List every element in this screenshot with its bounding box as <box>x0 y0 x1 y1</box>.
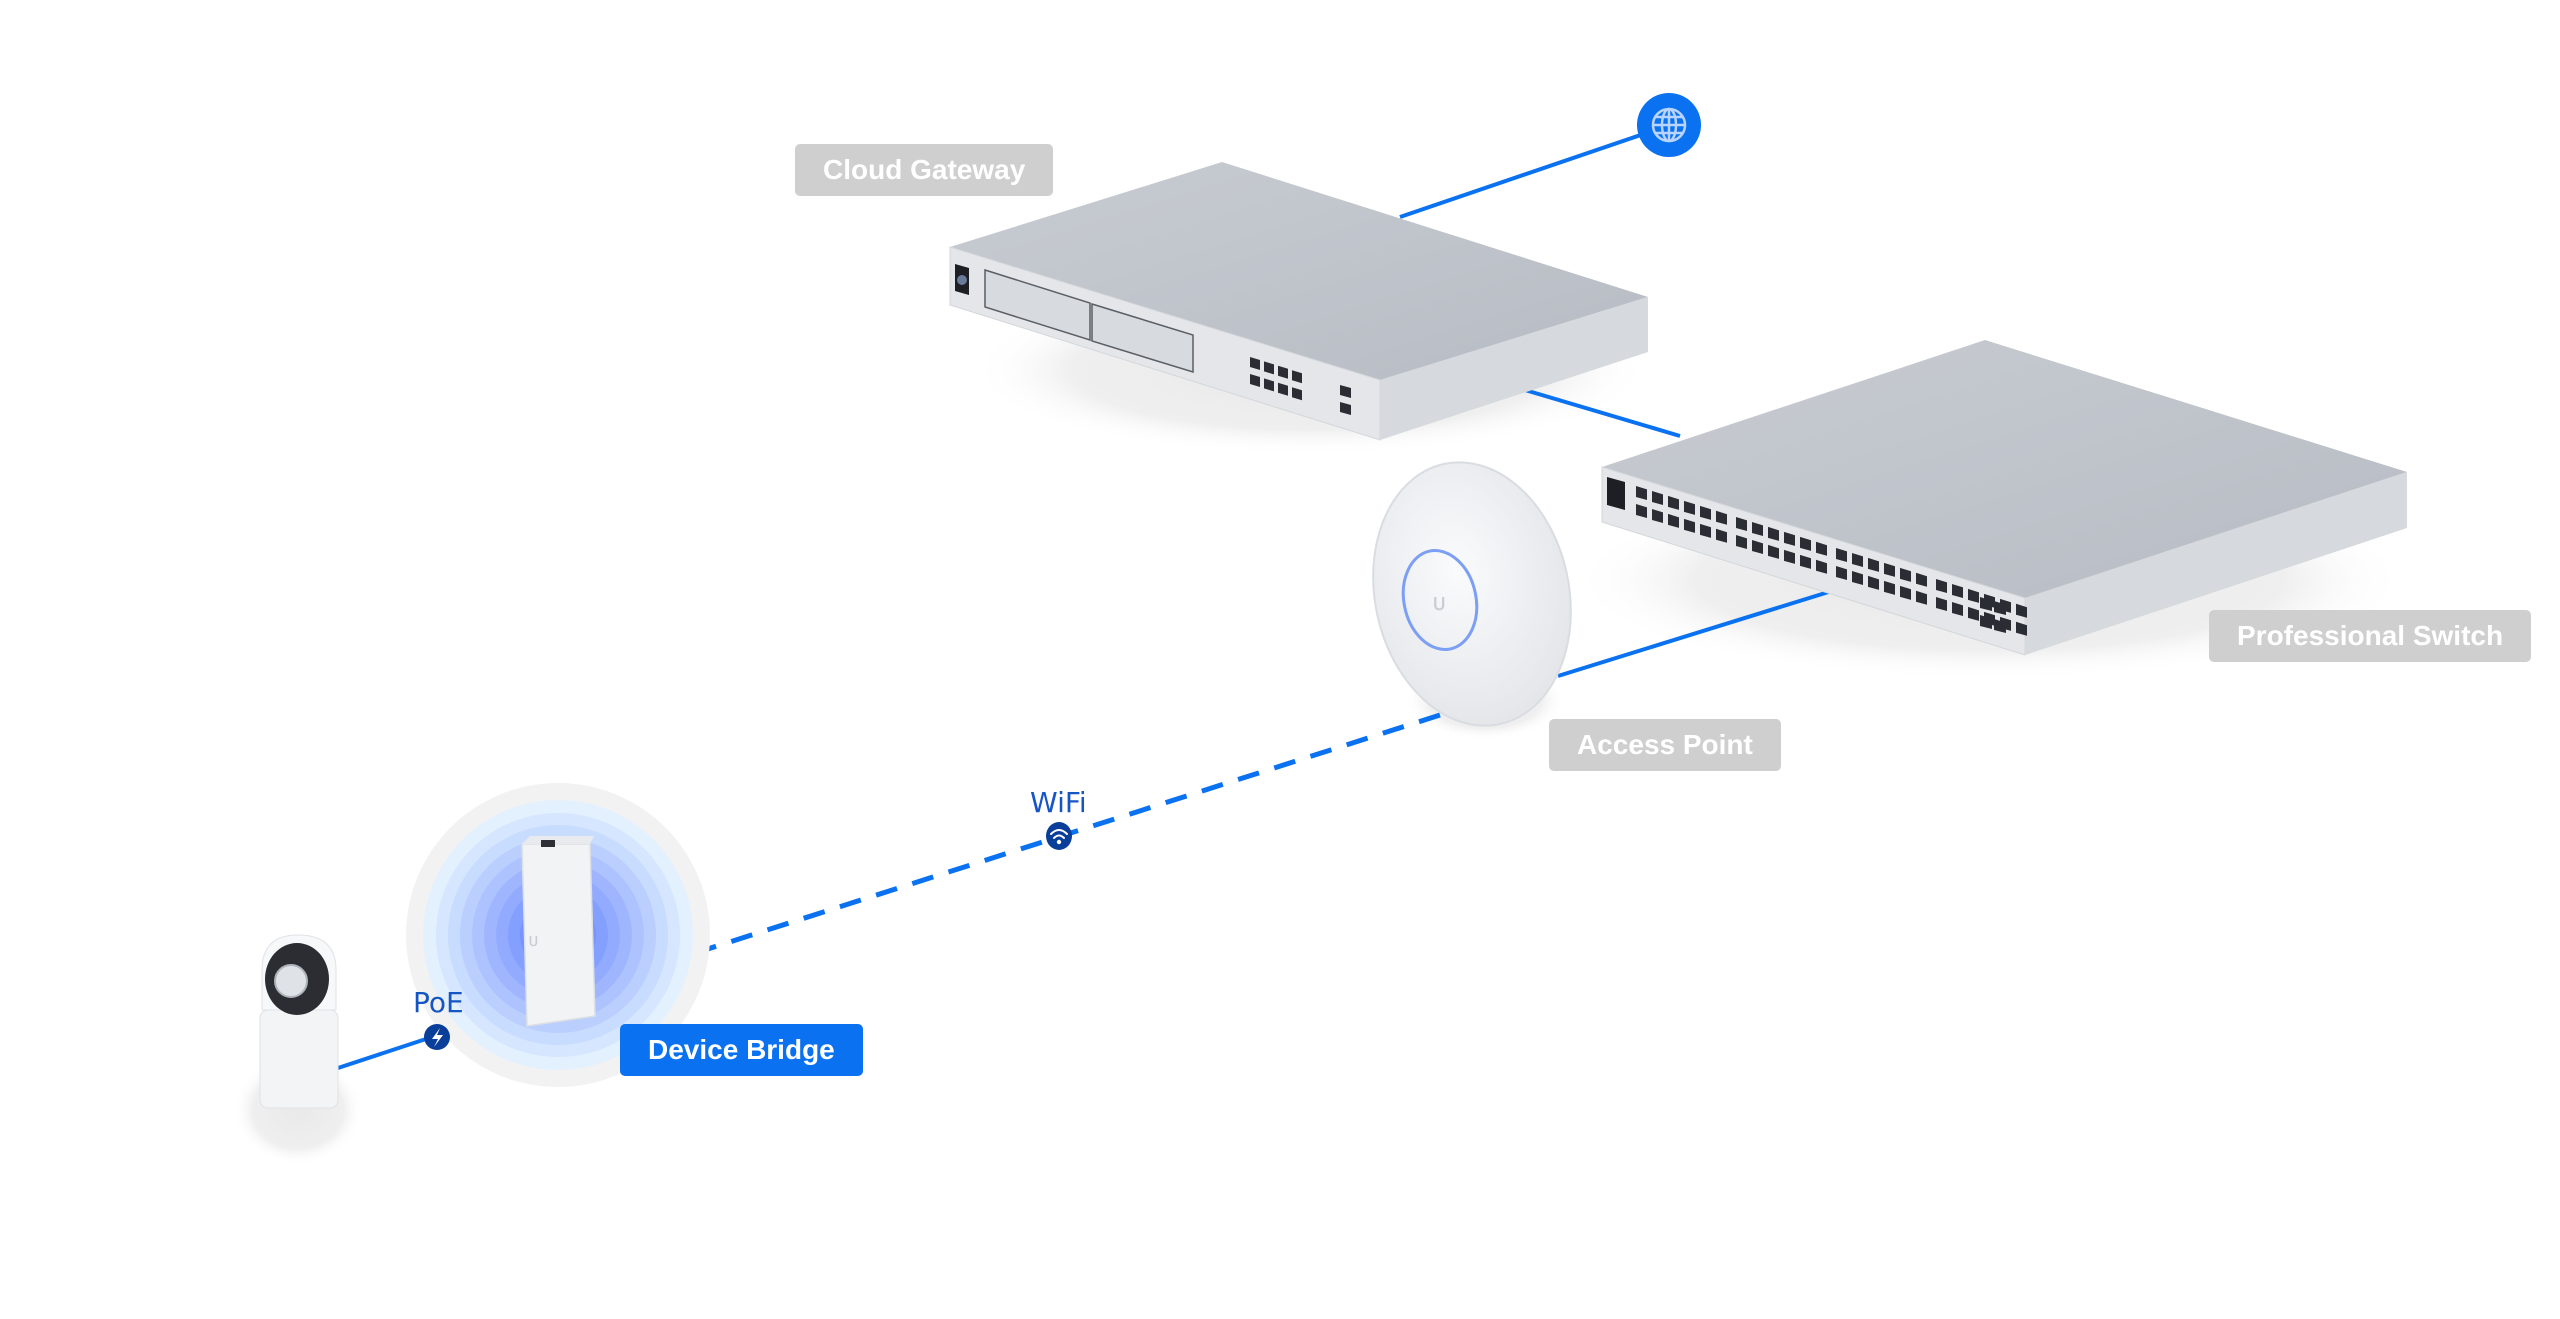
device-bridge-label[interactable]: Device Bridge <box>620 1024 863 1076</box>
cloud-gateway-label[interactable]: Cloud Gateway <box>795 144 1054 196</box>
sfp-port <box>1994 619 2006 633</box>
sfp-port <box>1340 385 1351 398</box>
wifi-badge <box>1046 822 1072 850</box>
rj45-port <box>1800 554 1811 569</box>
globe-icon <box>1651 107 1687 143</box>
rj45-port <box>1936 579 1947 593</box>
switch-display <box>1607 477 1625 510</box>
camera-device[interactable] <box>259 934 339 1109</box>
gateway-top <box>950 162 1648 380</box>
rj45-port <box>1264 361 1274 375</box>
rj45-port <box>1250 357 1260 370</box>
rj45-port <box>1968 606 1979 621</box>
rj45-port <box>1636 486 1647 500</box>
rj45-port <box>1884 562 1895 577</box>
gateway-ports <box>1250 357 1351 415</box>
professional-switch-device[interactable] <box>1601 340 2407 656</box>
rj45-port <box>1868 557 1879 572</box>
rj45-port <box>2016 603 2027 618</box>
rj45-port <box>1752 521 1763 536</box>
rj45-port <box>1784 549 1795 564</box>
access-point-device[interactable]: ᴜ <box>1349 444 1594 745</box>
gateway-side <box>1380 297 1648 440</box>
gateway-display-ring <box>957 275 967 285</box>
rj45-port <box>1250 374 1260 387</box>
rj45-port <box>1836 548 1847 562</box>
rj45-port <box>1684 500 1695 515</box>
wifi-link-label: WiFi <box>1030 786 1087 819</box>
rj45-port <box>1816 559 1827 574</box>
switch-top <box>1602 340 2407 598</box>
rj45-port <box>1768 526 1779 541</box>
rj45-port <box>1968 588 1979 603</box>
rj45-port <box>1768 544 1779 559</box>
rj45-port <box>1884 580 1895 595</box>
rj45-port <box>1636 504 1647 518</box>
poe-link-label: PoE <box>413 986 464 1019</box>
rj45-port <box>1716 528 1727 543</box>
camera-lens <box>274 964 308 998</box>
link-gateway-switch <box>1524 388 1681 438</box>
rj45-port <box>1264 378 1274 392</box>
wifi-icon <box>1050 829 1068 845</box>
rj45-port <box>1278 365 1288 379</box>
rj45-port <box>1668 495 1679 510</box>
link-internet-gateway <box>1399 123 1671 219</box>
camera-base <box>259 1009 339 1109</box>
bridge-port <box>541 840 555 847</box>
rj45-port <box>1900 567 1911 582</box>
poe-badge <box>424 1024 450 1050</box>
rj45-port <box>1916 590 1927 605</box>
access-point-label[interactable]: Access Point <box>1549 719 1781 771</box>
rj45-port <box>1716 510 1727 525</box>
internet-node[interactable] <box>1637 93 1701 157</box>
gateway-drive-bay-1 <box>984 268 1091 342</box>
rj45-port <box>1816 541 1827 556</box>
rj45-port <box>1292 387 1302 401</box>
rj45-port <box>1278 382 1288 396</box>
rj45-port <box>1736 535 1747 549</box>
rj45-port <box>1800 536 1811 551</box>
ap-body <box>1372 461 1572 727</box>
switch-side <box>2025 472 2407 655</box>
rj45-port <box>1700 505 1711 520</box>
rj45-port <box>1852 570 1863 585</box>
bridge-logo-icon: ᴜ <box>528 930 538 951</box>
lightning-icon <box>432 1028 443 1047</box>
switch-ports <box>1636 486 2027 636</box>
professional-switch-label[interactable]: Professional Switch <box>2209 610 2532 662</box>
link-switch-ap <box>1557 588 1836 678</box>
rj45-port <box>1836 566 1847 580</box>
bridge-body-top <box>522 836 594 844</box>
rj45-port <box>1936 597 1947 611</box>
rj45-port <box>1700 523 1711 538</box>
cloud-gateway-device[interactable] <box>949 162 1648 441</box>
gateway-drive-bay-2 <box>1091 302 1194 374</box>
sfp-port <box>1340 402 1351 415</box>
rj45-port <box>1900 585 1911 600</box>
rj45-port <box>1292 370 1302 384</box>
link-ap-bridge-wifi <box>594 712 1441 988</box>
sfp-port <box>1980 597 1992 611</box>
ap-led-ring <box>1401 549 1479 651</box>
rj45-port <box>1668 513 1679 528</box>
rj45-port <box>1852 552 1863 567</box>
rj45-port <box>1736 517 1747 531</box>
rj45-port <box>1652 508 1663 523</box>
rj45-port <box>2016 621 2027 636</box>
ap-logo-icon: ᴜ <box>1432 588 1446 616</box>
sfp-port <box>1994 601 2006 615</box>
rj45-port <box>1952 601 1963 616</box>
rj45-port <box>1784 531 1795 546</box>
sfp-port <box>1980 615 1992 629</box>
device-bridge-device[interactable]: ᴜ <box>406 783 710 1087</box>
rj45-port <box>1752 539 1763 554</box>
rj45-port <box>1652 490 1663 505</box>
rj45-port <box>1916 572 1927 587</box>
rj45-port <box>1684 518 1695 533</box>
rj45-port <box>1952 583 1963 598</box>
rj45-port <box>1868 575 1879 590</box>
